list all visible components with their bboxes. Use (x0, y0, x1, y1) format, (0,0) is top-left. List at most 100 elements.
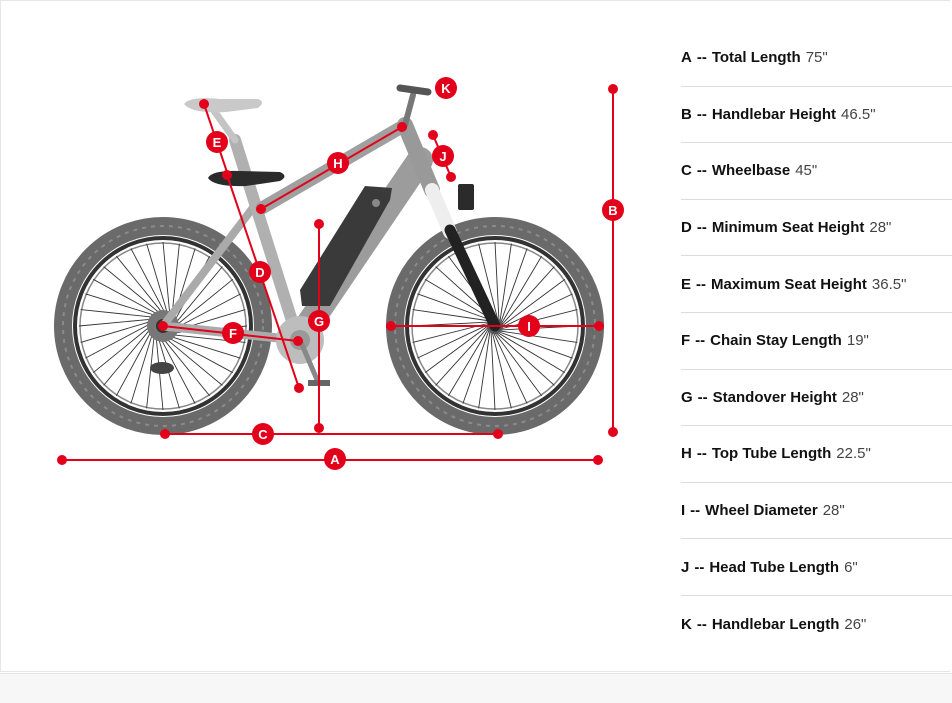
wheel-spoke (130, 334, 153, 404)
wheel-spoke (490, 331, 496, 411)
spec-value: 28" (822, 502, 845, 520)
spec-letter: H (681, 445, 692, 463)
spec-name: Maximum Seat Height (711, 275, 867, 293)
badge-C-label: C (258, 427, 268, 442)
wheel-spoke (478, 330, 491, 409)
badge-F-label: F (229, 326, 237, 341)
wheel-spoke (85, 293, 155, 316)
wheel-spoke (424, 325, 489, 374)
bike-geometry-diagram: A B C D E F G H I J K (54, 77, 624, 470)
spec-name: Wheel Diameter (705, 502, 818, 520)
wheel-spoke (500, 248, 528, 323)
spec-name: Handlebar Height (711, 105, 837, 123)
badge-K: K (435, 77, 457, 99)
wheel-spoke (417, 293, 492, 321)
wheel-spoke (146, 336, 155, 409)
wheel-spoke (424, 278, 493, 320)
wheel-spoke (497, 332, 566, 374)
bottom-strip (0, 673, 952, 703)
spec-value: 28" (869, 219, 892, 237)
wheel-spoke (155, 338, 164, 411)
spec-letter: A (681, 49, 692, 67)
spec-name: Handlebar Length (711, 615, 840, 633)
wheel-spoke (447, 328, 489, 397)
wheel-spoke (171, 336, 241, 359)
wheel-spoke (176, 293, 241, 328)
badge-E-label: E (213, 135, 222, 150)
spec-separator: -- (696, 275, 707, 293)
dimension-lines (57, 84, 618, 465)
ebike-illustration (54, 84, 604, 435)
wheel-spoke (78, 318, 151, 327)
badge-H-label: H (333, 156, 342, 171)
wheel-spoke (85, 324, 150, 359)
wheel-spoke (501, 266, 555, 326)
wheel-spoke (417, 324, 489, 359)
badge-K-label: K (441, 81, 451, 96)
spec-name: Top Tube Length (711, 445, 832, 463)
spec-separator: -- (696, 445, 707, 463)
wheel-spoke (498, 331, 573, 359)
spec-letter: B (681, 105, 692, 123)
wheel-spoke (176, 278, 234, 326)
spec-name: Head Tube Length (709, 558, 840, 576)
spec-separator: -- (694, 558, 705, 576)
spec-letter: I (681, 502, 686, 520)
wheel-spoke (412, 309, 491, 322)
wheel-spoke (115, 332, 151, 397)
spec-letter: K (681, 615, 692, 633)
spec-separator: -- (696, 615, 707, 633)
spec-value: 75" (805, 49, 828, 67)
wheel-spoke (103, 266, 160, 313)
wheel-spoke (80, 309, 153, 318)
wheel-spoke (491, 332, 512, 409)
spec-value: 6" (844, 558, 858, 576)
badge-A: A (324, 448, 346, 470)
badge-A-label: A (330, 452, 340, 467)
wheel-spoke (80, 321, 150, 343)
spec-value: 22.5" (836, 445, 871, 463)
wheel-spoke (462, 329, 490, 404)
spec-value: 45" (795, 162, 818, 180)
spec-separator: -- (696, 49, 707, 67)
spec-value: 36.5" (871, 275, 907, 293)
badge-G-label: G (314, 314, 324, 329)
spec-name: Total Length (711, 49, 801, 67)
wheel-spoke (499, 243, 512, 322)
spec-separator: -- (695, 332, 706, 350)
wheel-spoke (501, 293, 573, 328)
wheel-spoke (162, 241, 171, 314)
spec-name: Wheelbase (711, 162, 791, 180)
spec-name: Minimum Seat Height (711, 219, 865, 237)
spec-separator: -- (697, 388, 708, 406)
wheel-spoke (494, 241, 500, 321)
wheel-spoke (92, 278, 157, 314)
wheel-spoke (495, 332, 555, 386)
spec-separator: -- (690, 502, 701, 520)
badge-F: F (222, 322, 244, 344)
spec-letter: J (681, 558, 690, 576)
headlight (458, 184, 474, 210)
battery (300, 186, 392, 306)
badge-I-label: I (527, 319, 531, 334)
wheel-spoke (115, 255, 163, 313)
spec-value: 19" (846, 332, 869, 350)
badge-B: B (602, 199, 624, 221)
wheel-spoke (161, 339, 196, 404)
spec-value: 46.5" (841, 105, 876, 123)
wheel-spoke (130, 248, 165, 313)
wheel-spoke (493, 332, 528, 404)
badge-J: J (432, 145, 454, 167)
wheel-spoke (163, 339, 211, 397)
